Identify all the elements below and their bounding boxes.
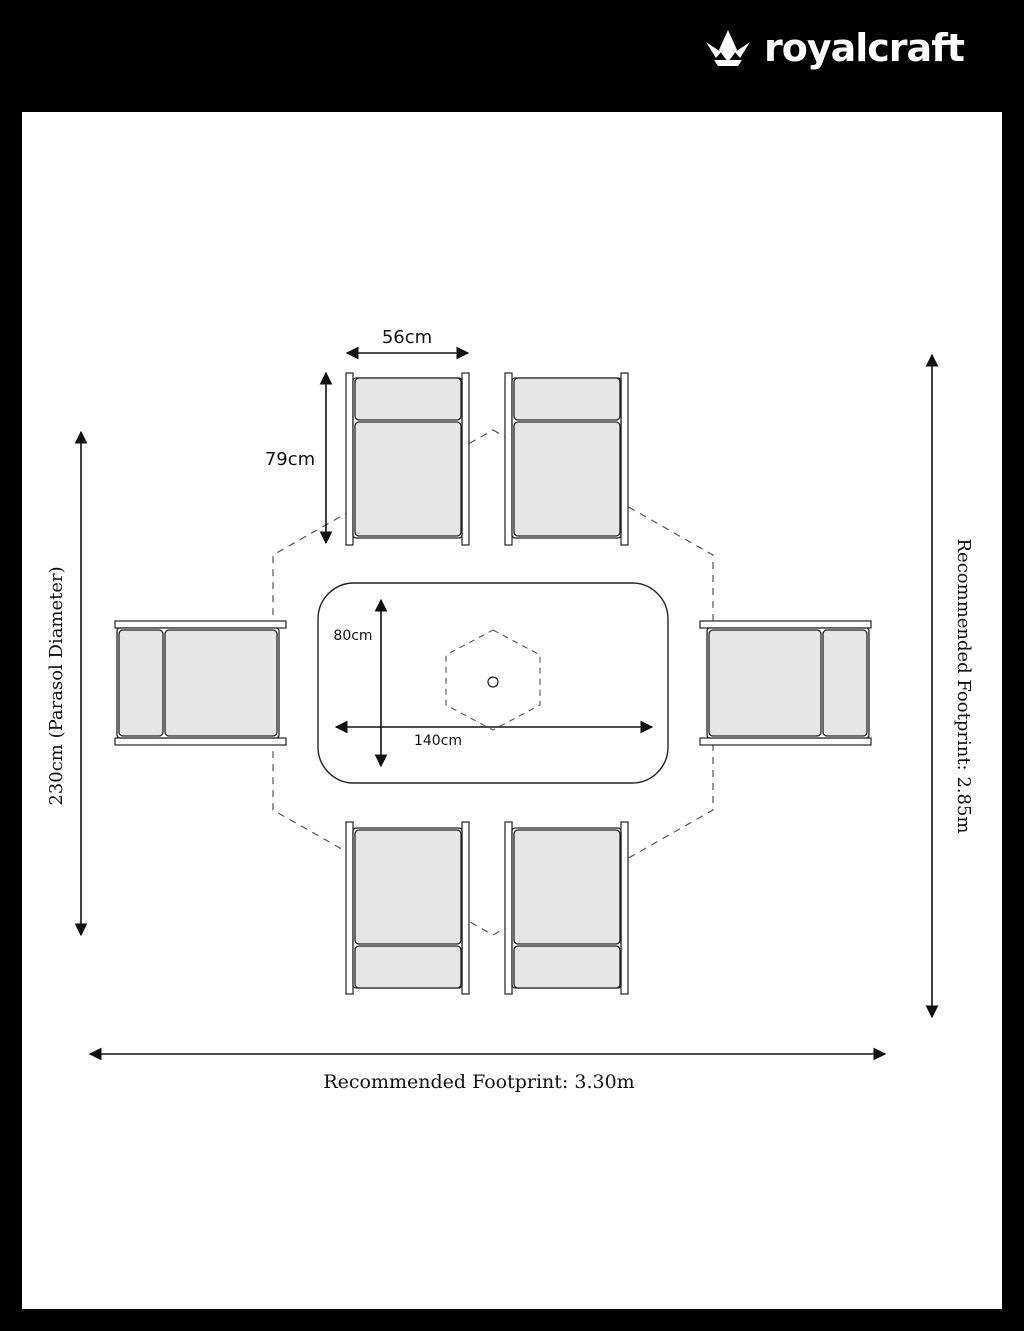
brand-header: royalcraft: [0, 0, 1024, 112]
chair-left: [114, 620, 287, 746]
chair-bottom-right: [504, 821, 629, 995]
table-depth-label: 80cm: [333, 628, 372, 644]
parasol-diameter-label: 230cm (Parasol Diameter): [46, 566, 67, 805]
chair-bottom-left: [345, 821, 470, 995]
footprint-width-label: Recommended Footprint: 3.30m: [323, 1071, 634, 1093]
chair-right: [699, 620, 872, 746]
brand-logo: royalcraft: [704, 26, 965, 70]
chair-top-left: [345, 372, 470, 546]
chair-width-label: 56cm: [382, 327, 432, 348]
table-length-label: 140cm: [414, 733, 462, 749]
crown-icon: [706, 30, 750, 66]
brand-name: royalcraft: [764, 26, 965, 70]
chair-depth-label: 79cm: [265, 449, 315, 470]
parasol-outline: [272, 429, 714, 936]
chair-top-right: [504, 372, 629, 546]
parasol-hole: [487, 676, 499, 688]
footprint-height-label: Recommended Footprint: 2.85m: [953, 539, 974, 834]
